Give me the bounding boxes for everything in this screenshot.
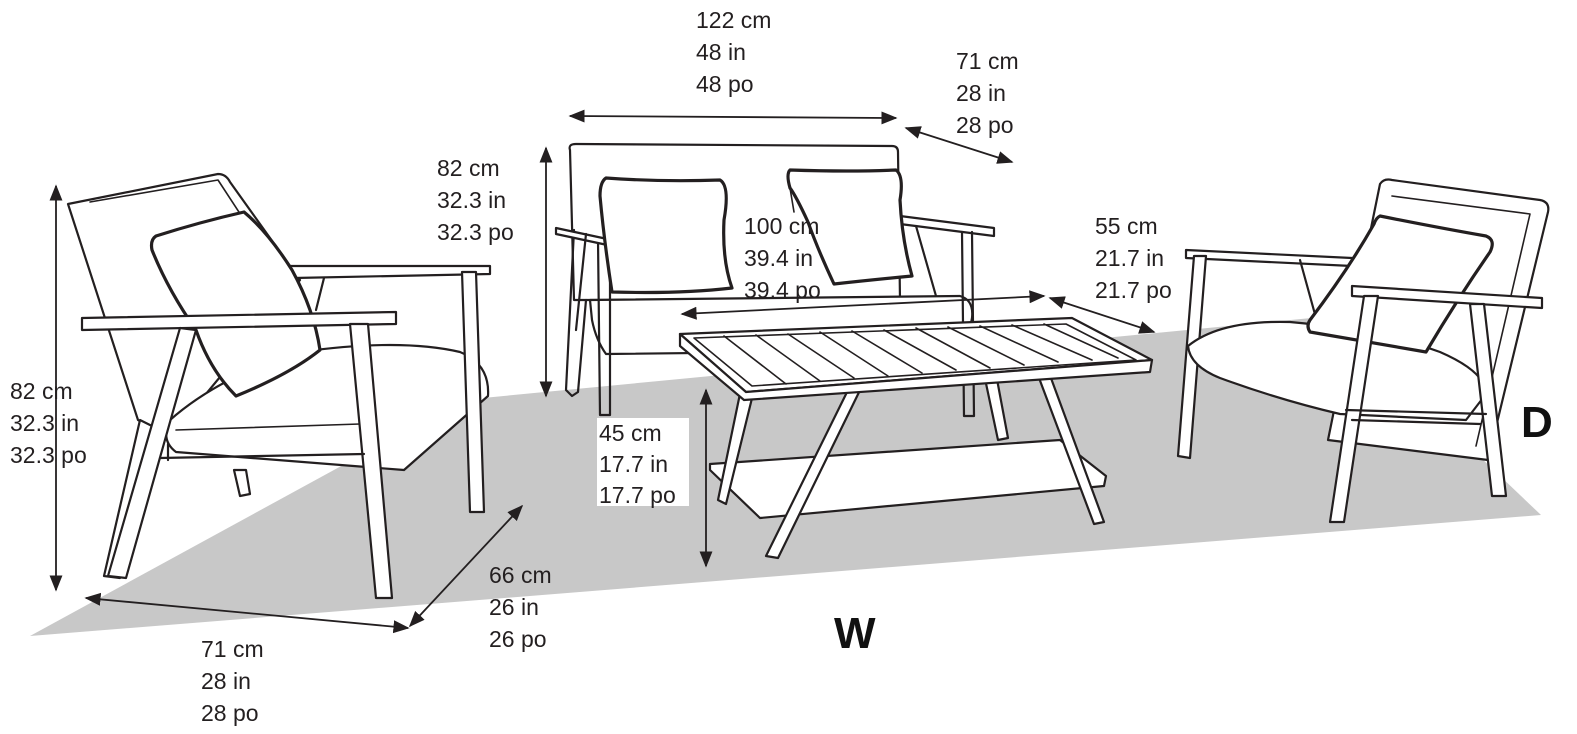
dim-sofa-depth: 71 cm 28 in 28 po: [956, 48, 1019, 138]
dim-table-width-cm: 100 cm: [744, 213, 819, 239]
dim-sofa-height: 82 cm 32.3 in 32.3 po: [437, 155, 514, 245]
armchair-left: [66, 172, 492, 600]
dim-chair-width-po: 28 po: [201, 700, 259, 726]
dim-chair-width-in: 28 in: [201, 668, 251, 694]
dim-chair-width-cm: 71 cm: [201, 636, 264, 662]
dim-sofa-depth-in: 28 in: [956, 80, 1006, 106]
dim-sofa-width-cm: 122 cm: [696, 7, 771, 33]
dim-sofa-width-in: 48 in: [696, 39, 746, 65]
dim-sofa-depth-cm: 71 cm: [956, 48, 1019, 74]
dim-table-depth: 55 cm 21.7 in 21.7 po: [1095, 213, 1172, 303]
dim-table-height-in: 17.7 in: [599, 451, 668, 477]
dim-sofa-width-po: 48 po: [696, 71, 754, 97]
dim-chair-width: 71 cm 28 in 28 po: [201, 636, 264, 726]
dim-table-depth-po: 21.7 po: [1095, 277, 1172, 303]
width-axis-letter: W: [834, 609, 876, 658]
dim-table-depth-cm: 55 cm: [1095, 213, 1158, 239]
dim-table-width-in: 39.4 in: [744, 245, 813, 271]
dim-table-depth-in: 21.7 in: [1095, 245, 1164, 271]
dim-chair-depth-cm: 66 cm: [489, 562, 552, 588]
dim-table-height: 45 cm 17.7 in 17.7 po: [599, 420, 676, 508]
dim-table-width: 100 cm 39.4 in 39.4 po: [744, 213, 821, 303]
dim-chair-depth: 66 cm 26 in 26 po: [489, 562, 552, 652]
dim-sofa-height-cm: 82 cm: [437, 155, 500, 181]
dim-chair-height: 82 cm 32.3 in 32.3 po: [10, 378, 87, 468]
label-backing: [597, 418, 689, 506]
dim-chair-height-po: 32.3 po: [10, 442, 87, 468]
dimension-lines: [49, 109, 1156, 634]
dim-chair-height-cm: 82 cm: [10, 378, 73, 404]
dim-chair-height-in: 32.3 in: [10, 410, 79, 436]
dim-sofa-height-in: 32.3 in: [437, 187, 506, 213]
dim-chair-depth-po: 26 po: [489, 626, 547, 652]
dim-table-height-po: 17.7 po: [599, 482, 676, 508]
coffee-table: [678, 316, 1154, 560]
dim-sofa-height-po: 32.3 po: [437, 219, 514, 245]
dim-chair-depth-in: 26 in: [489, 594, 539, 620]
dim-table-height-cm: 45 cm: [599, 420, 662, 446]
dim-sofa-depth-po: 28 po: [956, 112, 1014, 138]
armchair-right: [1176, 178, 1550, 524]
dim-sofa-width: 122 cm 48 in 48 po: [696, 7, 771, 97]
dim-table-width-po: 39.4 po: [744, 277, 821, 303]
depth-axis-letter: D: [1521, 398, 1553, 447]
